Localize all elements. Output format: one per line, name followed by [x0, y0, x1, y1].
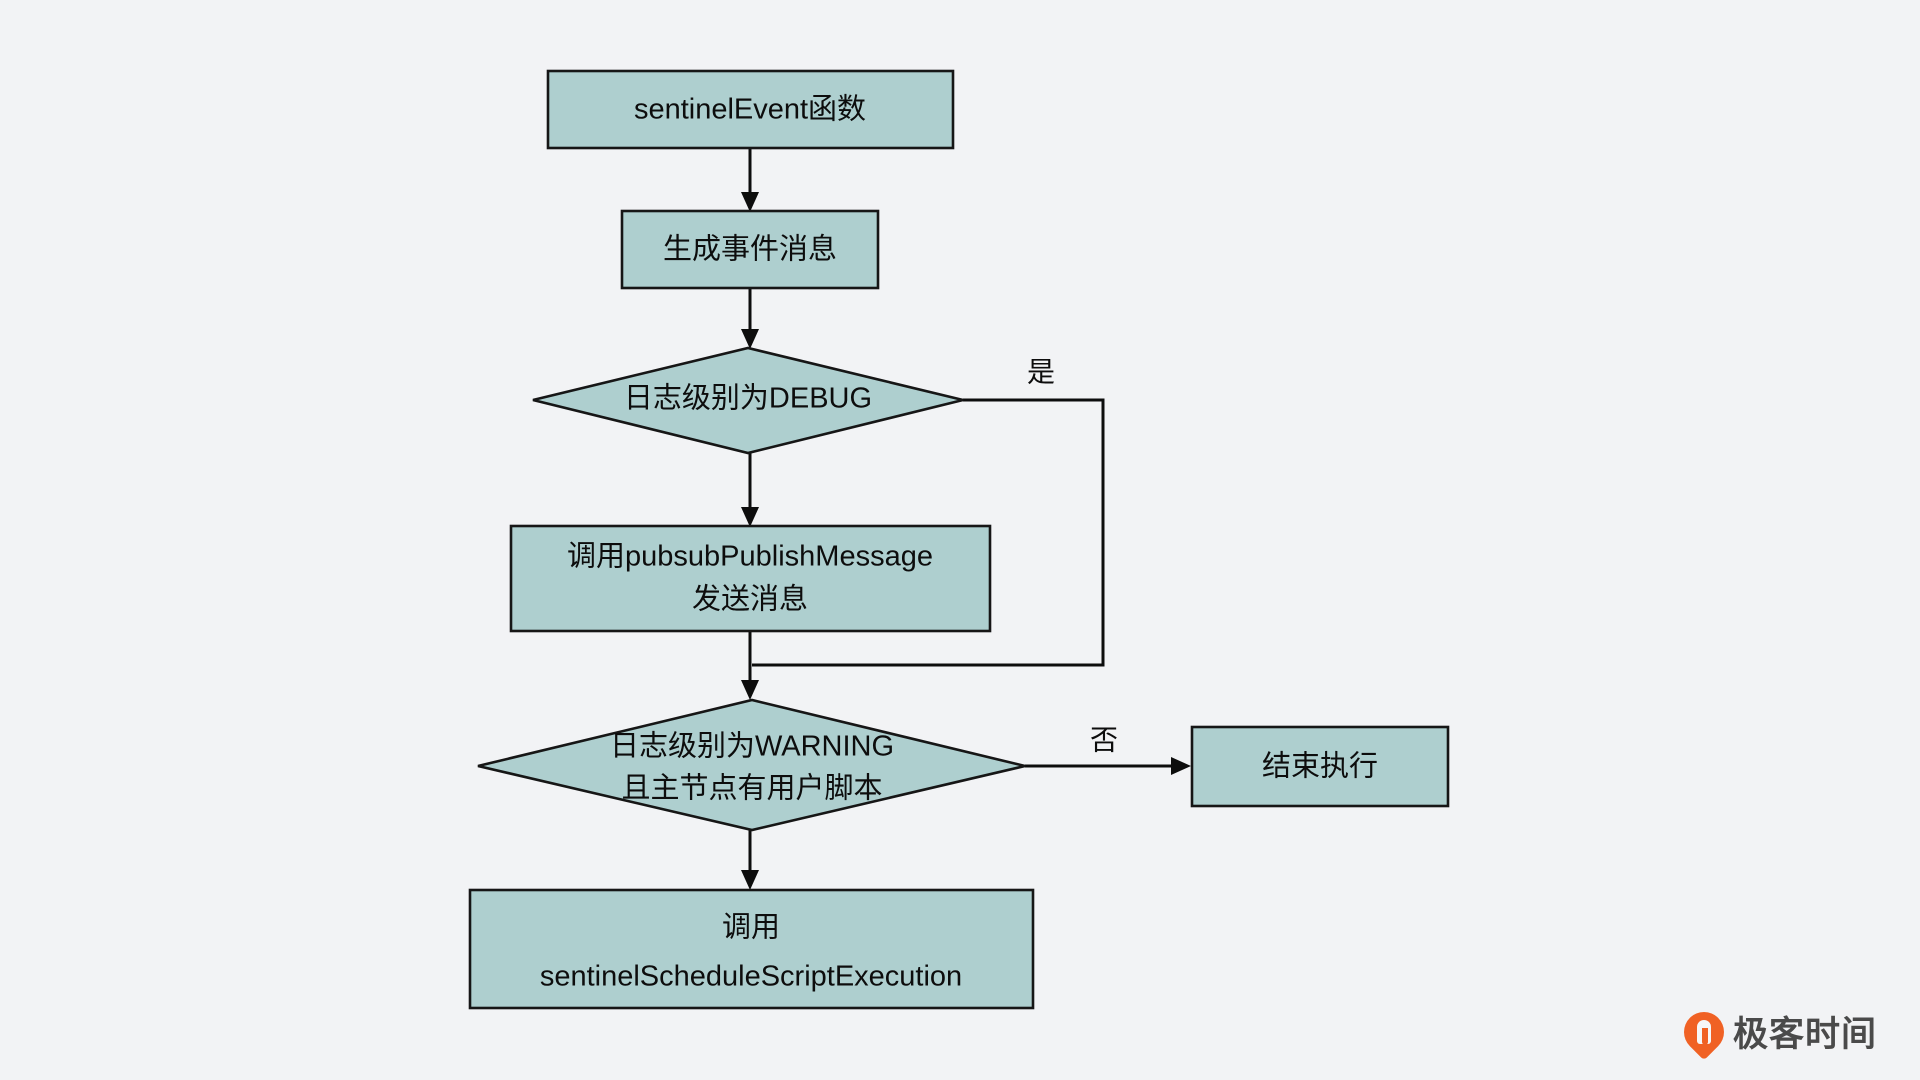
edge-label-debug-yes: 是	[1027, 356, 1055, 387]
node-end-execution[interactable]: 结束执行	[1190, 725, 1450, 808]
node-decision-log-level-debug[interactable]: 日志级别为DEBUG	[532, 346, 964, 455]
edge-warning-check-to-schedule-script	[741, 829, 759, 890]
node-label-decision-log-level-warning-line2: 且主节点有用户脚本	[621, 772, 882, 805]
node-label-call-sentinel-schedule-script-line1: 调用	[722, 912, 780, 944]
node-call-sentinel-schedule-script-execution[interactable]: 调用 sentinelScheduleScriptExecution	[468, 888, 1035, 1010]
node-call-pubsub-publish-message[interactable]: 调用pubsubPublishMessage 发送消息	[509, 524, 992, 633]
edge-label-warning-no: 否	[1090, 724, 1118, 755]
edge-sentinelevent-to-generate-message	[741, 148, 759, 212]
node-label-call-pubsub-publish-message-line2: 发送消息	[692, 583, 808, 616]
node-label-decision-log-level-debug: 日志级别为DEBUG	[624, 382, 872, 415]
edge-warning-check-no-branch	[1025, 757, 1191, 775]
node-generate-event-message[interactable]: 生成事件消息	[620, 209, 880, 290]
watermark-label: 极客时间	[1733, 1014, 1878, 1054]
node-label-call-sentinel-schedule-script-line2: sentinelScheduleScriptExecution	[540, 961, 962, 993]
watermark: 极客时间	[1675, 1003, 1878, 1061]
edge-debug-check-yes-branch	[752, 398, 1105, 667]
edge-debug-check-to-publish-message	[741, 453, 759, 527]
node-sentinelevent-function[interactable]: sentinelEvent函数	[546, 69, 955, 150]
node-label-decision-log-level-warning-line1: 日志级别为WARNING	[610, 730, 894, 763]
node-label-sentinelevent-function: sentinelEvent函数	[634, 93, 866, 126]
edge-publish-message-to-warning-check	[741, 631, 759, 700]
node-decision-log-level-warning[interactable]: 日志级别为WARNING 且主节点有用户脚本	[477, 698, 1026, 832]
geektime-logo-icon	[1675, 1003, 1733, 1061]
node-label-call-pubsub-publish-message-line1: 调用pubsubPublishMessage	[567, 541, 933, 573]
node-label-generate-event-message: 生成事件消息	[663, 233, 837, 266]
node-label-end-execution: 结束执行	[1262, 750, 1378, 783]
edge-generate-message-to-debug-check	[741, 288, 759, 349]
